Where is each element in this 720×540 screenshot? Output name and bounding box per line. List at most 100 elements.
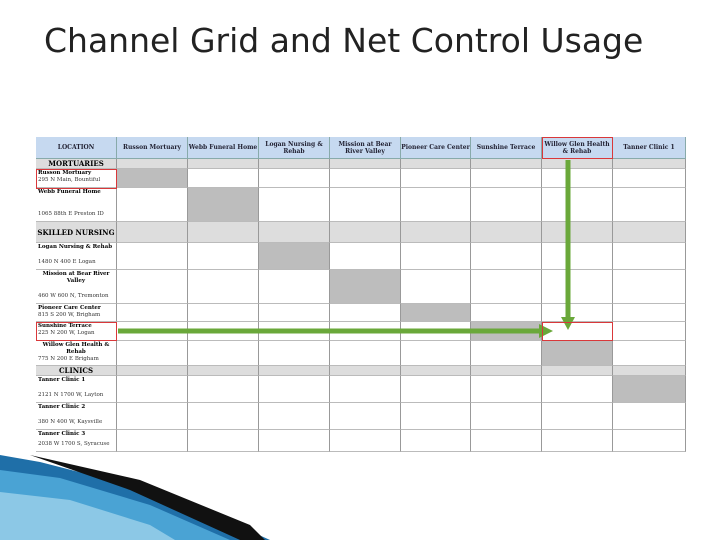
grid-cell — [117, 243, 188, 270]
grid-cell — [613, 322, 686, 341]
grid-cell — [471, 188, 542, 222]
grid-cell — [117, 341, 188, 366]
highlight-willow-header — [542, 137, 613, 159]
location-cell: Tanner Clinic 2 380 N 400 W, Kaysville — [36, 403, 117, 430]
grid-cell — [330, 341, 401, 366]
grid-cell — [613, 243, 686, 270]
grid-cell — [259, 376, 330, 403]
section-row-cell — [330, 366, 401, 376]
grid-cell — [471, 341, 542, 366]
grid-cell — [613, 430, 686, 452]
section-header: CLINICS — [36, 366, 117, 376]
grid-cell — [330, 243, 401, 270]
grid-cell — [330, 169, 401, 188]
grid-cell — [259, 403, 330, 430]
location-cell: Mission at Bear River Valley 460 W 600 N,… — [36, 270, 117, 304]
grid-cell — [188, 403, 259, 430]
location-address: 295 N Main, Bountiful — [38, 177, 101, 183]
grid-cell — [542, 304, 613, 322]
section-row-cell — [542, 159, 613, 169]
self-channel-cell — [542, 341, 613, 366]
grid-cell — [188, 169, 259, 188]
self-channel-cell — [188, 188, 259, 222]
section-row-cell — [259, 366, 330, 376]
grid-cell — [542, 270, 613, 304]
grid-cell — [259, 270, 330, 304]
grid-cell — [188, 430, 259, 452]
location-address: 225 N 200 W, Logan — [38, 330, 95, 336]
grid-cell — [188, 304, 259, 322]
section-row-cell — [542, 366, 613, 376]
grid-cell — [188, 243, 259, 270]
horizontal-arrow — [118, 324, 553, 338]
grid-cell — [471, 270, 542, 304]
location-address: 1480 N 400 E Logan — [38, 259, 96, 265]
vertical-arrow — [561, 160, 575, 330]
location-name: Pioneer Care Center — [38, 305, 101, 311]
self-channel-cell — [117, 169, 188, 188]
location-address: 775 N 200 E Brigham — [38, 356, 99, 362]
self-channel-cell — [613, 376, 686, 403]
highlight-intersection-cell — [542, 322, 613, 341]
grid-cell — [188, 270, 259, 304]
grid-cell — [471, 403, 542, 430]
section-row-cell — [117, 159, 188, 169]
grid-cell — [117, 430, 188, 452]
section-row-cell — [330, 159, 401, 169]
location-address: 815 S 200 W, Brigham — [38, 312, 101, 318]
column-header: Russon Mortuary — [117, 137, 188, 159]
section-row-cell — [542, 222, 613, 243]
location-name: Tanner Clinic 1 — [38, 377, 86, 383]
grid-cell — [401, 169, 471, 188]
grid-cell — [401, 403, 471, 430]
grid-cell — [401, 430, 471, 452]
grid-cell — [401, 341, 471, 366]
section-row-cell — [259, 159, 330, 169]
section-row-cell — [401, 366, 471, 376]
grid-cell — [117, 270, 188, 304]
grid-cell — [471, 304, 542, 322]
grid-cell — [542, 188, 613, 222]
section-row-cell — [188, 366, 259, 376]
location-address: 380 N 400 W, Kaysville — [38, 419, 103, 425]
slide-title: Channel Grid and Net Control Usage — [44, 21, 644, 60]
grid-cell — [542, 403, 613, 430]
grid-cell — [613, 403, 686, 430]
section-row-cell — [188, 159, 259, 169]
grid-cell — [542, 169, 613, 188]
column-header: LOCATION — [36, 137, 117, 159]
section-row-cell — [188, 222, 259, 243]
section-row-cell — [259, 222, 330, 243]
location-name: Mission at Bear River Valley — [42, 271, 110, 284]
grid-cell — [259, 169, 330, 188]
grid-cell — [613, 270, 686, 304]
section-header: MORTUARIES — [36, 159, 117, 169]
section-row-cell — [117, 222, 188, 243]
grid-cell — [613, 304, 686, 322]
section-row-cell — [471, 366, 542, 376]
grid-cell — [259, 304, 330, 322]
grid-cell — [117, 376, 188, 403]
location-name: Russon Mortuary — [38, 170, 92, 176]
grid-cell — [259, 341, 330, 366]
column-header: Logan Nursing & Rehab — [259, 137, 330, 159]
grid-cell — [613, 169, 686, 188]
grid-cell — [471, 376, 542, 403]
grid-cell — [471, 169, 542, 188]
column-header: Pioneer Care Center — [401, 137, 471, 159]
grid-cell — [330, 188, 401, 222]
location-address: 1065 88th E Preston ID — [38, 211, 104, 217]
section-header: SKILLED NURSING — [36, 222, 117, 243]
grid-cell — [542, 430, 613, 452]
grid-cell — [259, 188, 330, 222]
grid-cell — [542, 376, 613, 403]
location-name: Tanner Clinic 2 — [38, 404, 86, 410]
section-row-cell — [471, 222, 542, 243]
self-channel-cell — [330, 270, 401, 304]
location-address: 460 W 600 N, Tremonton — [38, 293, 109, 299]
